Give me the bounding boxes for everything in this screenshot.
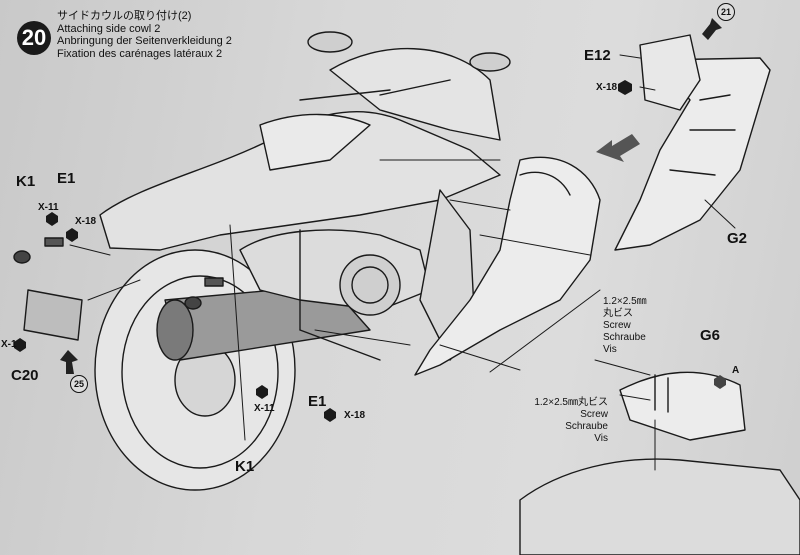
label-x18-bottom: X-18 bbox=[344, 410, 366, 421]
title-japanese: サイドカウルの取り付け(2) bbox=[57, 10, 192, 22]
motorcycle-body bbox=[99, 31, 511, 361]
screw-spec-1-size: 1.2×2.5㎜ bbox=[603, 296, 647, 307]
side-cowl-lower bbox=[414, 156, 601, 376]
leader-lines bbox=[69, 54, 736, 471]
title-english: Attaching side cowl 2 bbox=[57, 22, 161, 35]
license-plate bbox=[23, 289, 83, 341]
screw-spec-2: 1.2×2.5㎜丸ビス Screw Schraube Vis bbox=[508, 397, 608, 445]
turn-signal-parts bbox=[13, 237, 224, 310]
label-g2: G2 bbox=[727, 230, 748, 247]
title-german: Anbringung der Seitenverkleidung 2 bbox=[57, 35, 232, 47]
screw-spec-1-de: Schraube bbox=[603, 332, 646, 343]
label-c20: C20 bbox=[11, 367, 39, 384]
label-k1-left: K1 bbox=[16, 173, 36, 190]
label-x11-left: X-11 bbox=[38, 202, 59, 213]
ref-arrow-21 bbox=[702, 18, 722, 40]
screw-spec-2-en: Screw bbox=[580, 409, 608, 420]
screw-head-icon bbox=[46, 212, 58, 226]
exhaust-muffler bbox=[156, 284, 371, 361]
label-g6: G6 bbox=[700, 327, 721, 344]
screw-head-icon bbox=[256, 385, 268, 399]
nut-icon bbox=[324, 408, 336, 422]
label-x18-left: X-18 bbox=[75, 216, 97, 227]
title-french: Fixation des carénages latéraux 2 bbox=[57, 47, 223, 60]
label-x1: X-1 bbox=[1, 339, 17, 350]
step-title-block: サイドカウルの取り付け(2) Attaching side cowl 2 Anb… bbox=[57, 10, 232, 60]
screw-spec-2-de: Schraube bbox=[565, 421, 608, 432]
nut-icon bbox=[14, 338, 26, 352]
nut-icon bbox=[714, 375, 726, 389]
label-k1-bottom: K1 bbox=[235, 458, 255, 475]
side-cowl-g2 bbox=[614, 57, 771, 251]
direction-arrow bbox=[596, 134, 640, 162]
screw-spec-1-en: Screw bbox=[603, 320, 631, 331]
label-e12: E12 bbox=[584, 47, 611, 64]
fastener-icons bbox=[14, 80, 726, 422]
nut-icon bbox=[66, 228, 78, 242]
label-e1-bottom: E1 bbox=[308, 393, 327, 410]
screw-spec-1: 1.2×2.5㎜ 丸ビス Screw Schraube Vis bbox=[603, 296, 647, 356]
screw-spec-2-fr: Vis bbox=[594, 433, 608, 444]
label-a-marker: A bbox=[732, 365, 740, 376]
detail-inset bbox=[519, 371, 800, 555]
label-e1-left: E1 bbox=[57, 170, 76, 187]
screw-spec-1-jp: 丸ビス bbox=[603, 308, 633, 319]
ref-step-25: 25 bbox=[70, 375, 88, 393]
step-number-badge: 20 bbox=[17, 21, 51, 55]
ref-step-21: 21 bbox=[717, 3, 735, 21]
label-x18-top: X-18 bbox=[596, 82, 618, 93]
screw-spec-1-fr: Vis bbox=[603, 344, 617, 355]
ref-arrow-25 bbox=[60, 350, 78, 374]
label-x11-bottom: X-11 bbox=[254, 403, 275, 414]
nut-icon bbox=[618, 80, 632, 95]
part-e12 bbox=[639, 34, 701, 111]
screw-spec-2-size: 1.2×2.5㎜丸ビス bbox=[534, 397, 608, 408]
